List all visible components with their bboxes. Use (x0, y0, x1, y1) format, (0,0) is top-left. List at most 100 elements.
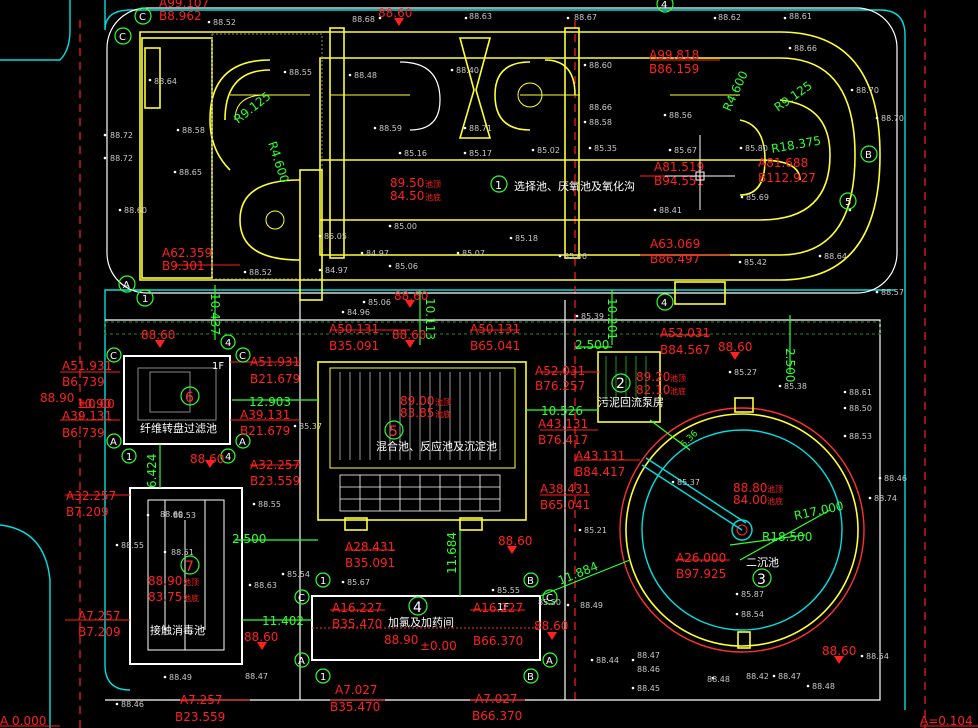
axis-c-6: C (546, 593, 553, 604)
unit2-level-top: 89.20 (636, 370, 670, 384)
ditch-channel-2 (320, 99, 831, 221)
unit6-equip (149, 371, 191, 413)
coord-top-b: B8.962 (159, 9, 202, 23)
coord-a16l-a: A16.227 (332, 601, 382, 615)
coord-a38-b: B65.041 (540, 498, 590, 512)
spot-2: 88.68 (352, 15, 375, 24)
clarifier-bridge-2 (645, 457, 747, 524)
ditch-wall-left (141, 37, 213, 279)
unit6-floor: 1F (212, 361, 224, 372)
coord-a81-a: A81.519 (654, 160, 704, 174)
unit4-name: 加氯及加药间 (388, 615, 454, 629)
spot-31: 88.41 (659, 206, 682, 215)
dim-d10: 11.684 (445, 532, 459, 574)
spot-75: 88.48 (707, 675, 730, 684)
unit5-name: 混合池、反应池及沉淀池 (376, 439, 497, 453)
dim-d11: 11.402 (262, 614, 304, 628)
spot-11: 88.70 (881, 114, 904, 123)
spot-57: 88.53 (173, 511, 196, 520)
coord-a7d-b: B66.370 (472, 709, 522, 723)
spot-47: 88.57 (881, 288, 904, 297)
unit7-level-top: 88.90 (148, 574, 182, 588)
coord-a50a-a: A50.131 (329, 322, 379, 336)
spot-36: 85.07 (462, 249, 485, 258)
spot-55: 88.74 (874, 494, 897, 503)
level-88-60-mid: 88.60 (394, 289, 428, 303)
dimension-lines (159, 285, 831, 621)
spot-68: 85.87 (741, 590, 764, 599)
coord-a63-b: B86.497 (650, 252, 700, 266)
spot-71: 88.44 (596, 656, 619, 665)
spot-61: 85.55 (497, 586, 520, 595)
clarifier-outer (619, 407, 865, 653)
coord-top-a: A99.107 (159, 0, 209, 10)
ditch-hatched (211, 33, 323, 280)
spot-46: 85.39 (581, 312, 604, 321)
spot-dots (103, 16, 882, 706)
spot-13: 88.58 (182, 126, 205, 135)
unit5-feed-2 (459, 517, 483, 531)
spot-14: 88.55 (289, 68, 312, 77)
unit6-inner (137, 367, 217, 421)
axis-5: 5 (845, 197, 851, 208)
axis-b-4b: B (527, 672, 534, 683)
ditch-loop-left (209, 59, 271, 171)
unit2-outline (597, 351, 661, 423)
unit5-feed (344, 517, 368, 531)
spot-15: 88.48 (354, 71, 377, 80)
coord-a52-b: B84.567 (660, 343, 710, 357)
outlet-box-2 (299, 169, 323, 301)
unit1-level-top: 89.50 (390, 176, 424, 190)
coord-a16r-b: B66.370 (473, 634, 523, 648)
spot-66: 88.63 (254, 581, 277, 590)
axis-a-4a: A (298, 656, 305, 667)
coord-a43b-b: B84.417 (575, 465, 625, 479)
spot-40: 88.52 (249, 268, 272, 277)
spot-69: 88.54 (741, 610, 764, 619)
unit1-name: 选择池、厌氧池及氧化沟 (514, 179, 635, 193)
level-88-60-u6: 88.60 (141, 328, 175, 342)
unit7-level-bottom: 83.75 (148, 590, 182, 604)
spot-21: 88.71 (469, 124, 492, 133)
pump-box (674, 281, 726, 305)
unit4-zero: ±0.00 (420, 639, 457, 653)
coord-a28-a: A28.431 (345, 540, 395, 554)
unit1-number: 1 (495, 179, 502, 192)
unit2-fill (605, 356, 647, 400)
radius-r3: R4.600 (720, 69, 751, 114)
unit3-level-tag2: 池底 (767, 496, 783, 506)
coord-a26-a: A26.000 (676, 551, 726, 565)
coord-a26-b: B97.925 (676, 567, 726, 581)
hedge-strip (104, 321, 881, 335)
unit5-lamella (339, 372, 501, 460)
spot-37: 85.18 (515, 234, 538, 243)
coord-a32-a: A32.257 (250, 458, 300, 472)
axis-c-4: C (239, 351, 246, 362)
unit3-number: 3 (757, 572, 766, 588)
coord-a7d-a: A7.027 (475, 692, 518, 706)
unit7-level-tag2: 池底 (183, 593, 199, 603)
unit2-name: 污泥回流泵房 (598, 395, 664, 409)
ditch-channel-1 (320, 159, 801, 181)
spot-7: 88.66 (794, 44, 817, 53)
axis-a-2: A (110, 437, 117, 448)
dim-d1: 10.437 (208, 293, 222, 335)
spot-65: 88.55 (258, 500, 281, 509)
coord-a52-a: A52.031 (660, 326, 710, 340)
site-boundary-inner (104, 289, 895, 691)
spot-8: 88.72 (110, 131, 133, 140)
axis-1-4b: 1 (320, 672, 326, 683)
coord-a51r-a: A51.931 (250, 355, 300, 369)
unit2-number: 2 (616, 376, 625, 392)
unit6-name: 纤维转盘过滤池 (140, 421, 217, 435)
coord-a51l-b: B6.739 (62, 375, 105, 389)
coord-a99-a: A99.818 (649, 48, 699, 62)
level-88-60-u2: 88.60 (718, 340, 752, 354)
coord-a63-a: A63.069 (650, 237, 700, 251)
unit7-outline (129, 487, 243, 665)
coord-a99-b: B86.159 (649, 62, 699, 76)
level-88-60-top: 88.60 (378, 6, 412, 20)
coord-a16r-a: A16.227 (473, 601, 523, 615)
unit5-number: 5 (389, 424, 398, 440)
spot-1: 88.52 (213, 18, 236, 27)
